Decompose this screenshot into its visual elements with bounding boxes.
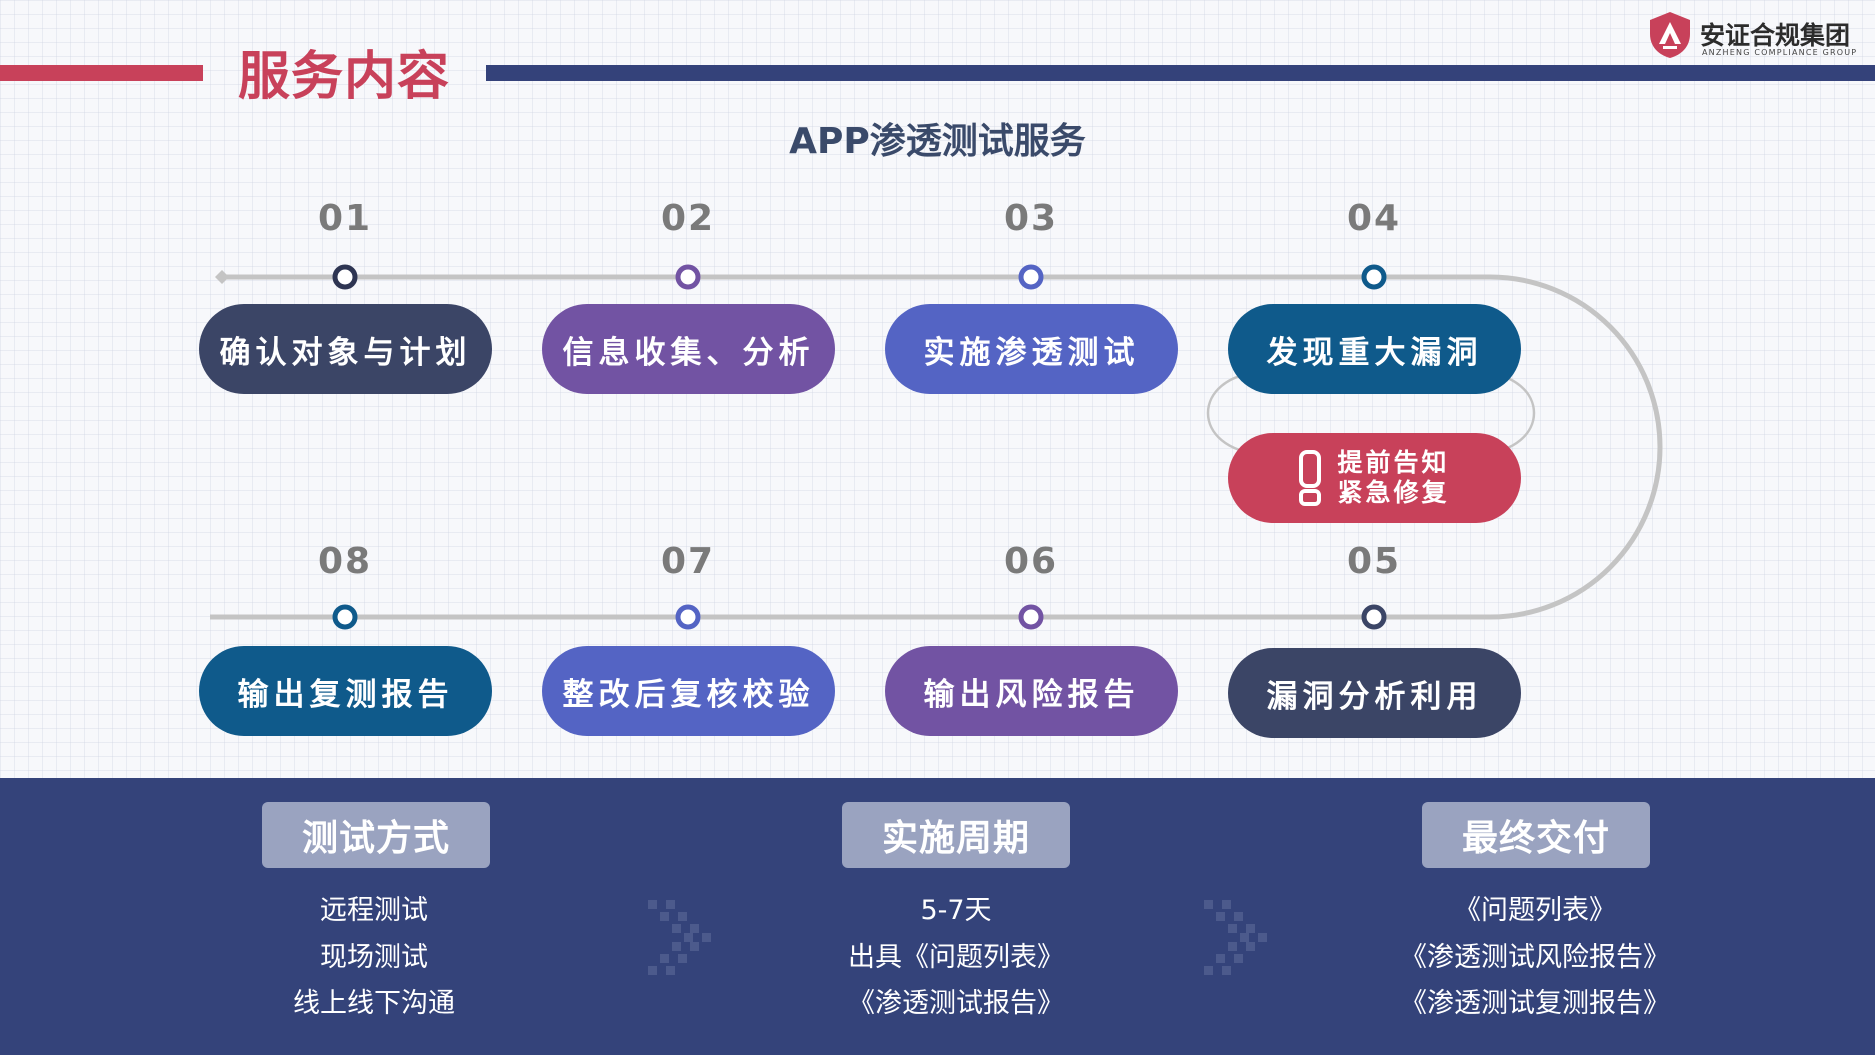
exclamation-icon: [1299, 450, 1322, 506]
step-number-08: 08: [317, 541, 373, 582]
list-item: 5-7天: [920, 895, 992, 926]
list-item: 《渗透测试复测报告》: [1400, 988, 1670, 1019]
list-item: 出具《问题列表》: [848, 941, 1064, 973]
header-accent-bar-red: [0, 65, 203, 81]
alert-line-1: 提前告知: [1337, 448, 1450, 477]
step-node-05: [1361, 604, 1387, 630]
section-items-method: 远程测试 现场测试 线上线下沟通: [134, 888, 614, 1028]
section-title-period: 实施周期: [842, 802, 1070, 868]
section-items-period: 5-7天 出具《问题列表》 《渗透测试报告》: [716, 888, 1196, 1028]
step-pill-04: 发现重大漏洞: [1228, 304, 1521, 394]
list-item: 远程测试: [320, 895, 428, 926]
step-pill-03: 实施渗透测试: [885, 304, 1178, 394]
section-items-deliverables: 《问题列表》 《渗透测试风险报告》 《渗透测试复测报告》: [1295, 888, 1775, 1028]
step-pill-07: 整改后复核校验: [542, 646, 835, 736]
step-node-08: [332, 604, 358, 630]
step-node-03: [1018, 264, 1044, 290]
step-number-06: 06: [1003, 541, 1059, 582]
logo-text: 安证合规集团: [1700, 21, 1851, 50]
step-pill-05: 漏洞分析利用: [1228, 648, 1521, 738]
step-number-07: 07: [660, 541, 716, 582]
list-item: 《问题列表》: [1454, 895, 1616, 926]
logo-subtext: ANZHENG COMPLIANCE GROUP: [1702, 48, 1858, 57]
step-node-02: [675, 264, 701, 290]
company-logo: 安证合规集团 ANZHENG COMPLIANCE GROUP: [1646, 10, 1871, 62]
list-item: 现场测试: [320, 941, 428, 973]
step-node-01: [332, 264, 358, 290]
step-pill-06: 输出风险报告: [885, 646, 1178, 736]
chevron-right-icon: [648, 900, 711, 975]
step-number-04: 04: [1346, 198, 1402, 239]
alert-line-2: 紧急修复: [1337, 478, 1450, 507]
step-number-01: 01: [317, 198, 373, 239]
header-accent-bar-blue: [486, 65, 1875, 81]
step-pill-01: 确认对象与计划: [199, 304, 492, 394]
step-pill-02: 信息收集、分析: [542, 304, 835, 394]
step-number-02: 02: [660, 198, 716, 239]
section-title-deliverables: 最终交付: [1422, 802, 1650, 868]
step-number-03: 03: [1003, 198, 1059, 239]
shield-logo-icon: [1650, 12, 1690, 58]
list-item: 《渗透测试风险报告》: [1400, 941, 1670, 973]
step-number-05: 05: [1346, 541, 1402, 582]
step-pill-08: 输出复测报告: [199, 646, 492, 736]
chevron-right-icon: [1204, 900, 1267, 975]
alert-pill: 提前告知 紧急修复: [1228, 433, 1521, 523]
page-title: 服务内容: [238, 47, 451, 107]
step-node-07: [675, 604, 701, 630]
section-title-method: 测试方式: [262, 802, 490, 868]
step-node-04: [1361, 264, 1387, 290]
step-node-06: [1018, 604, 1044, 630]
list-item: 线上线下沟通: [293, 988, 455, 1019]
diagram-title: APP渗透测试服务: [789, 121, 1086, 162]
list-item: 《渗透测试报告》: [848, 988, 1064, 1019]
